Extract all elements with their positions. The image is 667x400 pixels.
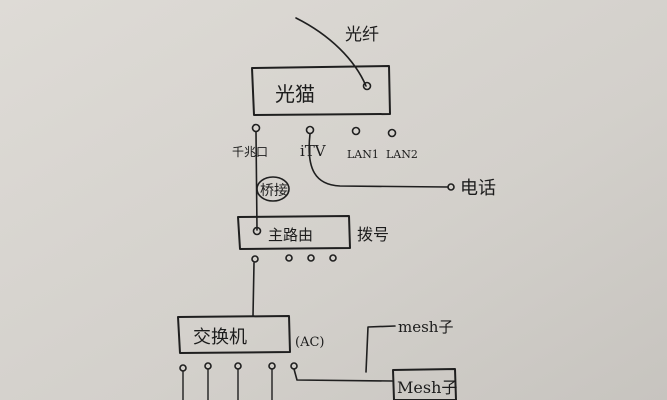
ont-port-label-gigabit: 千兆口: [232, 145, 268, 159]
router-lan-port-1: [251, 255, 259, 263]
fiber-label: 光纤: [345, 25, 379, 45]
router-lan-port-2: [285, 254, 293, 262]
router-note: 拨号: [357, 225, 389, 244]
ont-box: [251, 65, 391, 116]
phone-line: [308, 133, 449, 188]
ont-port-label-itv: iTV: [300, 142, 327, 160]
ont-port-lan2: [387, 128, 397, 138]
switch-label: 交换机: [193, 327, 247, 348]
ont-port-label-lan1: LAN1: [347, 148, 379, 161]
phone-label: 电话: [460, 178, 496, 199]
mesh-child-bottom-label: Mesh子: [397, 378, 457, 397]
switch-box: [177, 315, 291, 354]
ont-fiber-port: [362, 81, 372, 91]
bridge-label: 桥接: [260, 182, 288, 199]
switch-note: (AC): [295, 335, 324, 350]
mesh-bottom-box: [392, 368, 457, 400]
router-label: 主路由: [268, 226, 313, 244]
ont-port-lan1: [351, 126, 361, 136]
bridge-link-line: [255, 131, 258, 231]
ont-port-label-lan2: LAN2: [386, 148, 418, 161]
router-lan-port-3: [307, 254, 315, 262]
mesh-top-link-line: [365, 325, 396, 373]
phone-port: [447, 183, 455, 191]
mesh-child-top-label: mesh子: [398, 318, 453, 336]
switch-drop-lines: [182, 368, 273, 400]
fiber-line: [295, 17, 367, 87]
router-lan-port-4: [329, 254, 337, 262]
ont-label: 光猫: [275, 82, 315, 106]
router-wan-port: [252, 226, 262, 236]
bridge-circle: [256, 176, 290, 202]
router-box: [237, 215, 351, 250]
router-switch-line: [252, 262, 255, 317]
switch-mesh-line: [293, 368, 393, 382]
